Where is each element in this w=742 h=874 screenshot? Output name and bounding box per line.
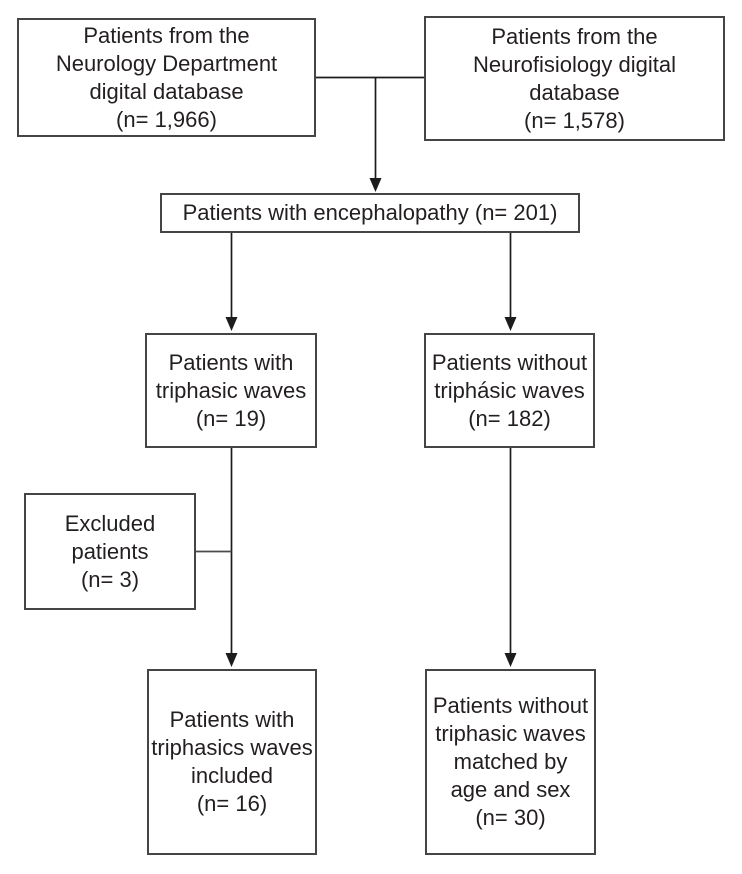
box-triphasic-included-label: Patients with triphasics waves included … [151, 707, 313, 816]
box-neurology-database-label: Patients from the Neurology Department d… [55, 22, 278, 132]
box-triphasic-included: Patients with triphasics waves included … [147, 669, 317, 855]
box-without-triphasic-waves: Patients without triphásic waves (n= 182… [424, 333, 595, 448]
arrowhead-with-triphasic [225, 317, 238, 331]
box-encephalopathy: Patients with encephalopathy (n= 201) [160, 193, 580, 233]
box-with-triphasic-waves-label: Patients with triphasic waves (n= 19) [155, 349, 307, 431]
box-neurophysiology-database-label: Patients from the Neurofisiology digital… [473, 23, 676, 133]
box-matched-controls: Patients without triphasic waves matched… [425, 669, 596, 855]
box-matched-controls-label: Patients without triphasic waves matched… [432, 693, 589, 830]
box-excluded-patients-label: Excluded patients (n= 3) [64, 510, 156, 592]
arrowhead-encephalopathy [369, 178, 382, 192]
arrowhead-included [225, 653, 238, 667]
box-without-triphasic-waves-label: Patients without triphásic waves (n= 182… [431, 349, 588, 431]
arrowhead-without-triphasic [504, 317, 517, 331]
box-encephalopathy-label: Patients with encephalopathy (n= 201) [182, 200, 558, 225]
box-with-triphasic-waves: Patients with triphasic waves (n= 19) [145, 333, 317, 448]
box-excluded-patients: Excluded patients (n= 3) [24, 493, 196, 610]
box-neurophysiology-database: Patients from the Neurofisiology digital… [424, 16, 725, 141]
arrowhead-matched [504, 653, 517, 667]
box-neurology-database: Patients from the Neurology Department d… [17, 18, 316, 137]
